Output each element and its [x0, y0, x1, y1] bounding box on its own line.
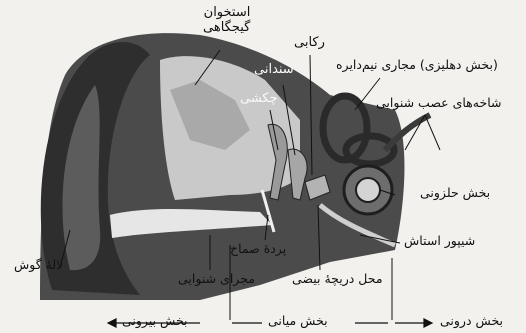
label-middle-ear: بخش میانی [268, 314, 328, 328]
label-oval-window: محل دریچهٔ بیضی [292, 272, 383, 286]
label-cochlea: بخش حلزونی [420, 186, 490, 200]
label-inner-ear: بخش درونی [440, 314, 503, 328]
label-eardrum: پردهٔ صماخ [230, 242, 286, 256]
label-incus: سندانی [254, 63, 294, 78]
label-temporal-bone: استخوان گیجگاهی [203, 6, 250, 36]
label-stapes: رکابی [294, 36, 325, 51]
label-malleus: چکشی [240, 92, 278, 107]
label-nerve-branches: شاخه‌های عصب شنوایی [376, 96, 502, 110]
label-vestibular-canals: (بخش دهلیزی) مجاری نیم‌دایره [336, 58, 498, 72]
label-eustachian: شیپور استاش [404, 234, 475, 248]
cochlea-inner [356, 178, 380, 202]
label-auditory-canal: مجرای شنوایی [178, 272, 255, 286]
arrow-inner-head [424, 319, 432, 327]
pointer-nerve-2 [425, 115, 440, 150]
label-outer-ear: بخش بیرونی [122, 314, 188, 328]
label-pinna: لالهٔ گوش [14, 258, 63, 272]
arrow-outer-head [108, 319, 116, 327]
